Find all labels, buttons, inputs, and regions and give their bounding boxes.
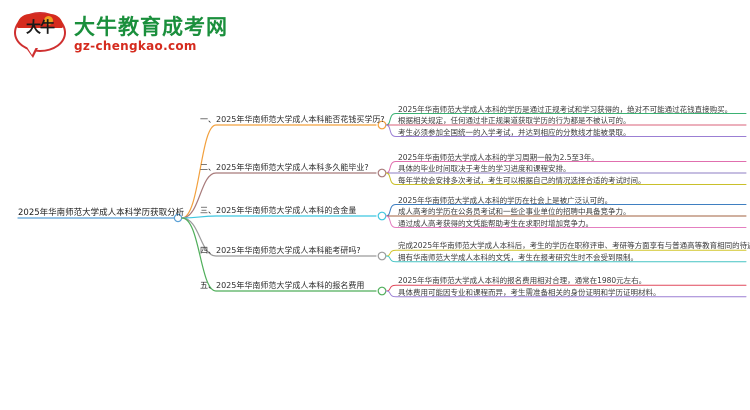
site-logo[interactable]: 大牛 大牛教育成考网 gz-chengkao.com bbox=[14, 9, 228, 59]
leaf-node-label-5-2[interactable]: 具体费用可能因专业和课程而异，考生需准备相关的身份证明和学历证明材料。 bbox=[398, 287, 661, 297]
site-header: 大牛 大牛教育成考网 gz-chengkao.com bbox=[0, 0, 750, 68]
site-domain: gz-chengkao.com bbox=[74, 38, 197, 53]
logo-mark-text: 大牛 bbox=[25, 18, 55, 36]
leaf-node-label-3-1[interactable]: 2025年华南师范大学成人本科的学历在社会上是被广泛认可的。 bbox=[398, 195, 613, 205]
leaf-node-label-1-1[interactable]: 2025年华南师范大学成人本科的学历是通过正规考试和学习获得的，绝对不可能通过花… bbox=[398, 104, 733, 114]
bubble-tail-inner-shape bbox=[27, 47, 36, 55]
branch-node-label-5[interactable]: 五、2025年华南师范大学成人本科的报名费用 bbox=[200, 281, 365, 290]
connector-path bbox=[385, 124, 747, 137]
connector-path bbox=[181, 172, 377, 219]
branch-node-label-1[interactable]: 一、2025年华南师范大学成人本科能否花钱买学历? bbox=[200, 115, 385, 124]
leaf-node-label-4-2[interactable]: 拥有华南师范大学成人本科的文凭，考生在报考研究生时不会受到限制。 bbox=[398, 252, 638, 262]
connector-path bbox=[385, 255, 747, 263]
branch-node-label-2[interactable]: 二、2025年华南师范大学成人本科多久能毕业? bbox=[200, 163, 369, 172]
connector-path bbox=[181, 124, 377, 219]
node-dot[interactable] bbox=[377, 211, 387, 221]
node-dot[interactable] bbox=[377, 251, 387, 261]
node-dot[interactable] bbox=[377, 168, 387, 178]
site-title: 大牛教育成考网 bbox=[74, 14, 228, 39]
root-node-label[interactable]: 2025年华南师范大学成人本科学历获取分析 bbox=[18, 208, 185, 218]
leaf-node-label-3-2[interactable]: 成人高考的学历在公务员考试和一些企事业单位的招聘中具备竞争力。 bbox=[398, 207, 631, 216]
leaf-node-label-2-1[interactable]: 2025年华南师范大学成人本科的学习周期一般为2.5至3年。 bbox=[398, 152, 599, 162]
connector-path bbox=[181, 215, 377, 219]
leaf-node-label-2-3[interactable]: 每年学校会安排多次考试，考生可以根据自己的情况选择合适的考试时间。 bbox=[398, 175, 646, 185]
branch-node-label-4[interactable]: 四、2025年华南师范大学成人本科能考研吗? bbox=[200, 246, 361, 255]
leaf-node-label-1-2[interactable]: 根据相关规定，任何通过非正规渠道获取学历的行为都是不被认可的。 bbox=[398, 116, 631, 125]
bubble-accent-dot bbox=[44, 16, 53, 25]
connector-path bbox=[385, 215, 747, 228]
branch-node-label-3[interactable]: 三、2025年华南师范大学成人本科的含金量 bbox=[200, 206, 357, 215]
connector-path bbox=[181, 217, 377, 292]
node-dot[interactable] bbox=[377, 286, 387, 296]
logo-text-block: 大牛教育成考网 gz-chengkao.com bbox=[74, 15, 228, 54]
connector-path bbox=[385, 172, 747, 185]
connector-path bbox=[181, 217, 377, 257]
leaf-node-label-2-2[interactable]: 具体的毕业时间取决于考生的学习进度和课程安排。 bbox=[398, 164, 571, 173]
leaf-node-label-3-3[interactable]: 通过成人高考获得的文凭能帮助考生在求职时增加竞争力。 bbox=[398, 218, 593, 228]
logo-bubble-icon: 大牛 bbox=[14, 9, 66, 59]
leaf-node-label-5-1[interactable]: 2025年华南师范大学成人本科的报名费用相对合理，通常在1980元左右。 bbox=[398, 276, 647, 286]
leaf-node-label-1-3[interactable]: 考生必须参加全国统一的入学考试，并达到相应的分数线才能被录取。 bbox=[398, 127, 631, 137]
connector-path bbox=[385, 290, 747, 298]
leaf-node-label-4-1[interactable]: 完成2025年华南师范大学成人本科后，考生的学历在职称评审、考研等方面享有与普通… bbox=[398, 241, 750, 251]
